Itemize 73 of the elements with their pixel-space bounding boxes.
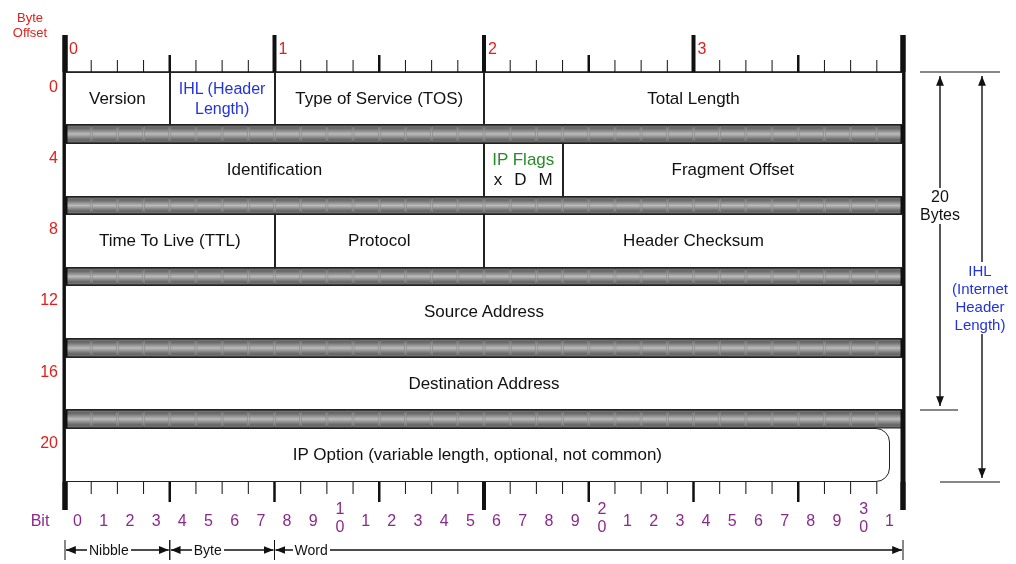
- bit-number: 6: [753, 512, 763, 530]
- flag-bit-label: D: [514, 170, 527, 190]
- bit-number: 3: [675, 512, 685, 530]
- bit-number: 5: [204, 512, 213, 530]
- header-field: [65, 428, 890, 482]
- bit-number: 5: [727, 512, 737, 530]
- axis-title: Byte Offset: [11, 10, 49, 40]
- offset-number: 12: [39, 291, 58, 309]
- bit-number: 1: [99, 512, 109, 530]
- header-field: [65, 357, 903, 410]
- byte-number: 0: [69, 40, 79, 58]
- header-field: [274, 72, 484, 125]
- byte-number: 2: [488, 40, 498, 58]
- header-field: [484, 214, 903, 268]
- offset-number: 4: [48, 149, 58, 167]
- header-field: [274, 214, 484, 268]
- flags-field: [484, 143, 563, 197]
- bit-number: 9: [832, 512, 842, 530]
- bit-number: 7: [256, 512, 266, 530]
- bit-number: 7: [780, 512, 790, 530]
- offset-number: 8: [48, 220, 58, 238]
- bit-number: 6: [492, 512, 501, 530]
- bit-number: 8: [806, 512, 816, 530]
- bit-number: 30: [858, 500, 869, 536]
- header-field: [562, 143, 903, 197]
- field-label: Header Checksum: [623, 231, 764, 251]
- bit-number: 5: [465, 512, 475, 530]
- bit-number: 4: [177, 512, 187, 530]
- field-label: Type of Service (TOS): [295, 88, 464, 109]
- field-label: Source Address: [424, 302, 544, 322]
- bit-number: 7: [518, 512, 528, 530]
- field-label: IHL (Header Length): [177, 78, 267, 119]
- header-field: [65, 143, 484, 197]
- offset-number: 0: [48, 78, 58, 96]
- bit-number: 1: [361, 512, 371, 530]
- bit-number: 2: [649, 512, 659, 530]
- byte-number: 1: [278, 40, 289, 58]
- bit-number: 4: [439, 512, 449, 530]
- byte-number: 3: [697, 40, 708, 58]
- bit-number: 2: [125, 512, 135, 530]
- bit-number: 8: [544, 512, 554, 530]
- header-field: [65, 214, 275, 268]
- field-label: Version: [89, 88, 146, 109]
- bit-number: 6: [230, 512, 240, 530]
- bit-number: 3: [151, 512, 161, 530]
- field-label: Total Length: [647, 88, 740, 109]
- header-field: [65, 72, 170, 125]
- bit-number: 4: [701, 512, 711, 530]
- bit-number: 20: [596, 500, 607, 536]
- flag-bit-label: M: [538, 170, 553, 190]
- bit-number: 8: [282, 512, 292, 530]
- offset-number: 20: [39, 434, 58, 452]
- header-field: [169, 72, 275, 125]
- bit-number: 9: [308, 512, 318, 530]
- bit-number: 1: [884, 512, 894, 530]
- field-label: IP Option (variable length, optional, not common): [292, 445, 663, 465]
- field-label: Fragment Offset: [671, 160, 795, 180]
- bit-number: 0: [73, 512, 82, 530]
- bit-number: 1: [623, 512, 632, 530]
- offset-number: 16: [39, 363, 58, 381]
- bit-number: 3: [413, 512, 423, 530]
- flag-bit-label: x: [493, 170, 503, 190]
- field-label: Protocol: [348, 231, 411, 251]
- bit-number: 9: [570, 512, 580, 530]
- axis-title: Bit: [29, 512, 51, 530]
- bit-number: 2: [387, 512, 397, 530]
- field-label: IP Flags: [492, 150, 555, 170]
- field-label: Destination Address: [408, 373, 560, 394]
- header-field: [65, 285, 903, 339]
- header-field: [484, 72, 903, 125]
- field-label: Time To Live (TTL): [98, 231, 241, 251]
- bit-number: 10: [334, 500, 345, 536]
- field-label: Identification: [226, 160, 323, 180]
